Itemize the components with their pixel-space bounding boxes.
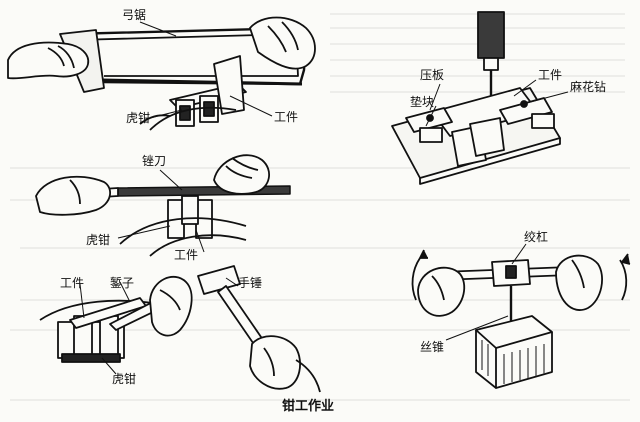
- vise-saw-label: 虎钳: [126, 111, 151, 125]
- drilling-leaders: [425, 79, 569, 127]
- hammer-label: 手锤: [238, 276, 263, 290]
- hacksaw-leaders: [139, 21, 273, 119]
- drilling-drawing: [391, 11, 561, 185]
- tap-wrench-label: 绞杠: [524, 230, 549, 244]
- vise-file-label: 虎钳: [86, 233, 111, 247]
- workpiece-file-label: 工件: [174, 248, 199, 262]
- file-leaders: [117, 169, 205, 253]
- saw-label: 弓锯: [122, 8, 147, 22]
- pressure-plate-label: 压板: [420, 68, 445, 82]
- vise-chisel-label: 虎钳: [112, 372, 137, 386]
- tap-label: 丝锥: [420, 340, 445, 354]
- spacer-block-label: 垫块: [410, 95, 435, 109]
- tapping-leaders: [445, 243, 527, 341]
- tapping-drawing: [411, 249, 631, 389]
- workpiece-drill-label: 工件: [538, 68, 563, 82]
- workpiece-saw-label: 工件: [274, 110, 299, 124]
- workpiece-chisel-label: 工件: [60, 276, 85, 290]
- chisel-label: 錾子: [110, 276, 135, 290]
- figure-caption: 钳工作业: [282, 399, 335, 414]
- chisel-leaders: [79, 277, 239, 375]
- chisel-drawing: [39, 265, 321, 393]
- file-label: 锉刀: [142, 154, 167, 168]
- file-drawing: [35, 154, 291, 257]
- twist-drill-label: 麻花钻: [570, 80, 607, 94]
- hacksaw-drawing: [7, 16, 316, 131]
